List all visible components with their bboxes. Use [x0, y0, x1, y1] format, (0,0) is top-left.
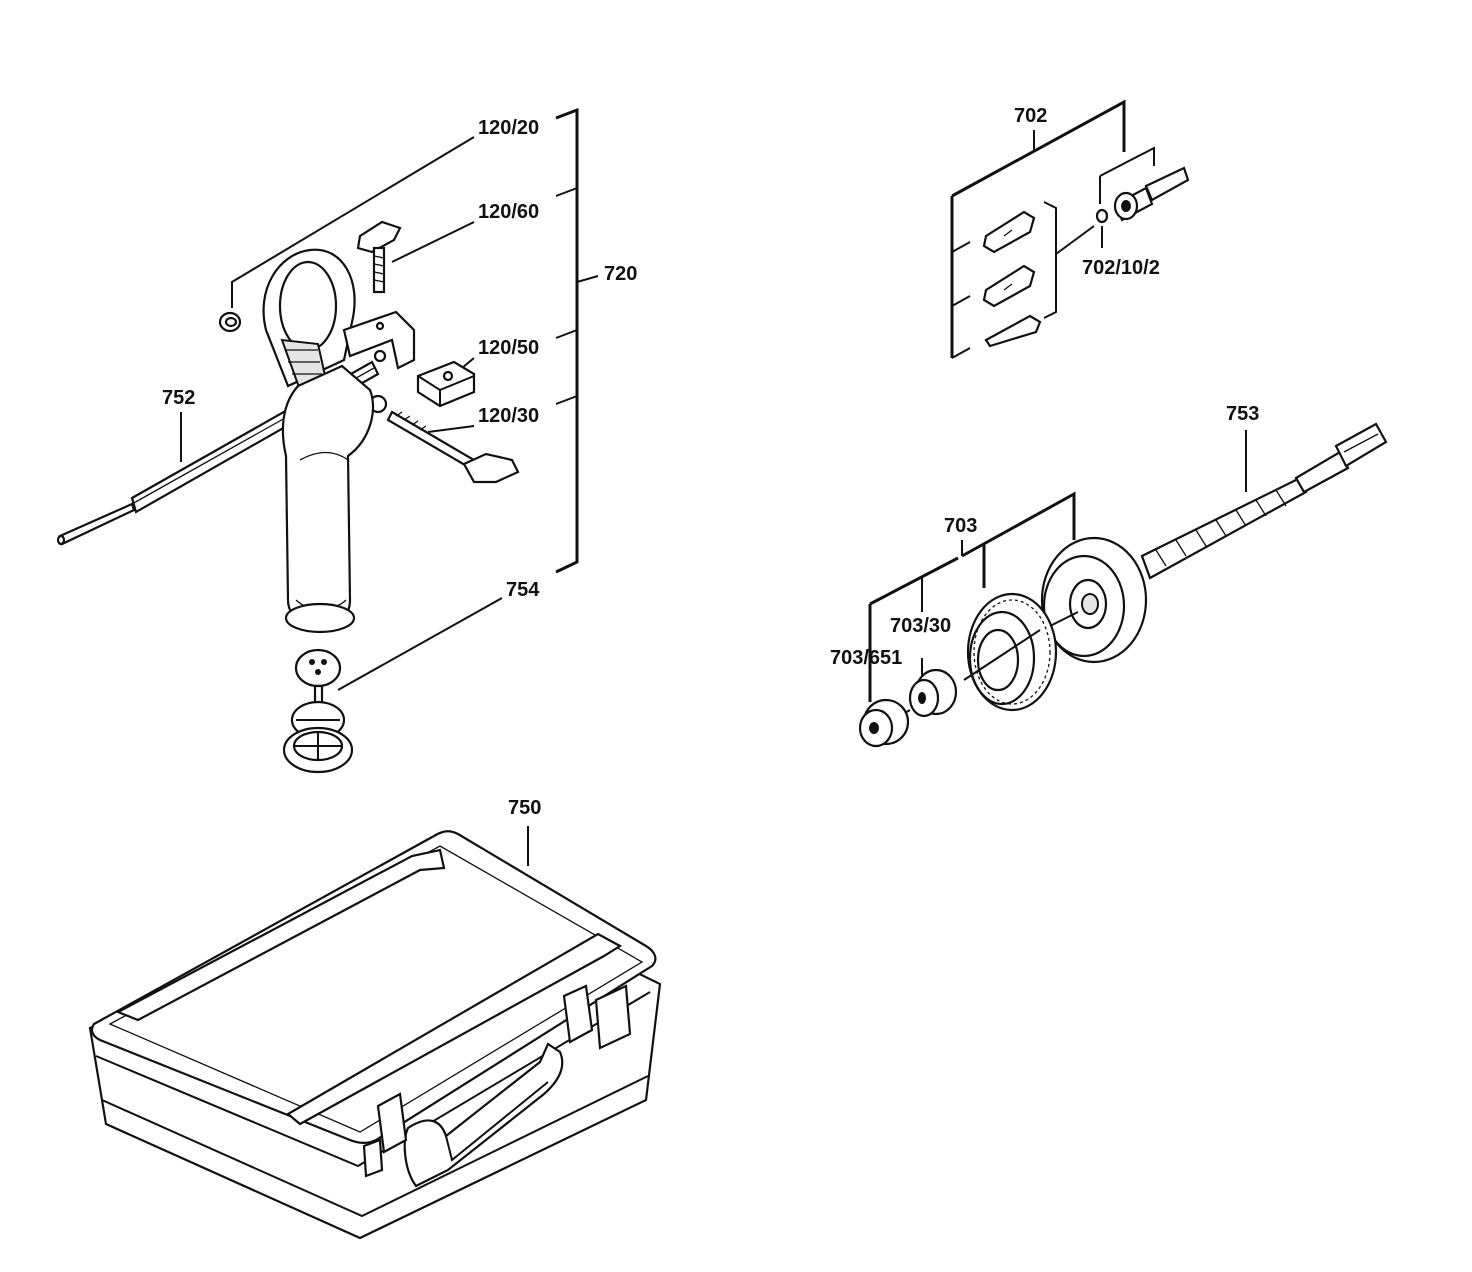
- label-703: 703: [944, 515, 977, 537]
- chuck-parts: [858, 536, 1148, 748]
- leaders-left: [180, 136, 503, 691]
- label-754: 754: [506, 579, 540, 601]
- washer-120-20: [218, 311, 242, 333]
- bracket-720: [555, 107, 599, 574]
- label-752: 752: [162, 387, 195, 409]
- grip-handle: [281, 364, 375, 634]
- end-cap-754: [282, 648, 354, 774]
- label-702: 702: [1014, 105, 1047, 127]
- label-750: 750: [508, 797, 541, 819]
- clamp-block-120-50: [416, 360, 476, 408]
- bracket-702: [950, 99, 1155, 359]
- screwdriver-bits: [982, 166, 1190, 348]
- carry-case-750: [88, 826, 662, 1240]
- label-120-50: 120/50: [478, 337, 539, 359]
- label-703-30: 703/30: [890, 615, 951, 637]
- drill-bit-753: [1140, 422, 1388, 580]
- clamp-screw-120-30: [368, 394, 520, 484]
- wing-screw-120-60: [356, 220, 402, 294]
- label-702-10-2: 702/10/2: [1082, 257, 1160, 279]
- label-753: 753: [1226, 403, 1259, 425]
- label-120-20: 120/20: [478, 117, 539, 139]
- part-labels: 120/20 120/60 720 120/50 120/30 752 754 …: [162, 105, 1259, 819]
- label-120-60: 120/60: [478, 201, 539, 223]
- bracket-703: [868, 491, 1076, 702]
- label-703-651: 703/651: [830, 647, 902, 669]
- label-120-30: 120/30: [478, 405, 539, 427]
- label-720: 720: [604, 263, 637, 285]
